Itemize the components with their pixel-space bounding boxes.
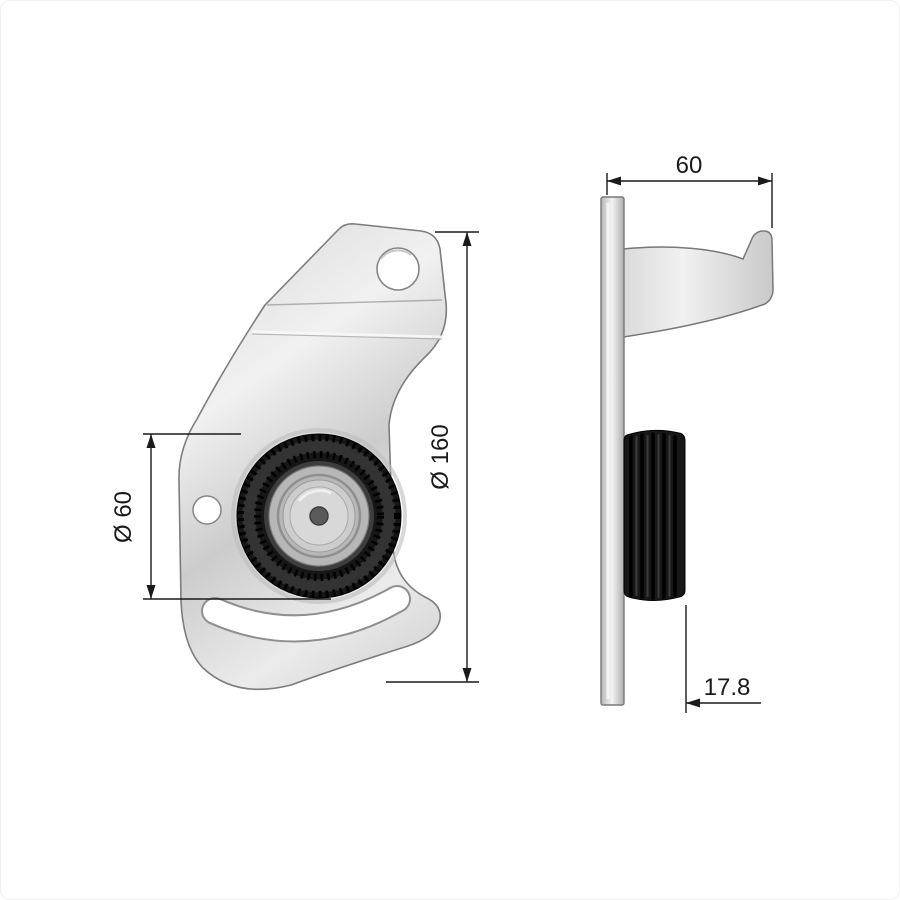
pulley-ribs bbox=[629, 432, 677, 600]
dimension-label-pulley-diameter: Ø 60 bbox=[110, 491, 137, 543]
dimension-label-top-width: 60 bbox=[676, 152, 703, 179]
front-view bbox=[178, 223, 448, 691]
pulley-outer-teeth bbox=[237, 434, 401, 598]
bend-line-top bbox=[266, 299, 443, 306]
arrow-up bbox=[462, 232, 472, 246]
arrow-down bbox=[146, 585, 156, 599]
adjustment-slot bbox=[203, 587, 409, 641]
pulley-rim-face bbox=[242, 439, 396, 593]
dimension-pulley-diameter: Ø 60 bbox=[110, 433, 331, 600]
dimension-pulley-width: 17.8 bbox=[685, 605, 761, 713]
dimension-top-width: 60 bbox=[606, 152, 773, 228]
bend-line-bottom-edge bbox=[251, 333, 443, 340]
bearing-seal-groove bbox=[276, 473, 362, 559]
pulley-side bbox=[623, 429, 686, 601]
arrow-left bbox=[686, 698, 700, 708]
hub-highlight bbox=[297, 489, 332, 502]
arrow-left bbox=[607, 176, 621, 186]
side-view bbox=[600, 196, 774, 706]
mounting-hole-top-shade bbox=[380, 249, 412, 260]
pulley-front bbox=[231, 428, 407, 604]
mounting-hole-left bbox=[192, 495, 222, 525]
center-bore bbox=[309, 506, 329, 526]
bracket-arm-profile bbox=[622, 230, 774, 338]
bracket-plate-profile bbox=[600, 196, 625, 706]
dimension-overall-diameter: Ø 160 bbox=[386, 231, 479, 683]
dimension-annotations: 60 Ø 160 Ø 60 17.8 bbox=[110, 152, 773, 713]
pulley-shadow-ring bbox=[231, 428, 407, 604]
dimension-label-overall-diameter: Ø 160 bbox=[427, 424, 454, 489]
arrow-up bbox=[146, 434, 156, 448]
arrow-down bbox=[462, 668, 472, 682]
pulley-inner-teeth bbox=[254, 451, 384, 581]
bend-line-bottom bbox=[251, 330, 443, 339]
dimension-label-pulley-width: 17.8 bbox=[704, 674, 751, 701]
arrow-right bbox=[758, 176, 772, 186]
mounting-hole-top bbox=[376, 247, 420, 291]
